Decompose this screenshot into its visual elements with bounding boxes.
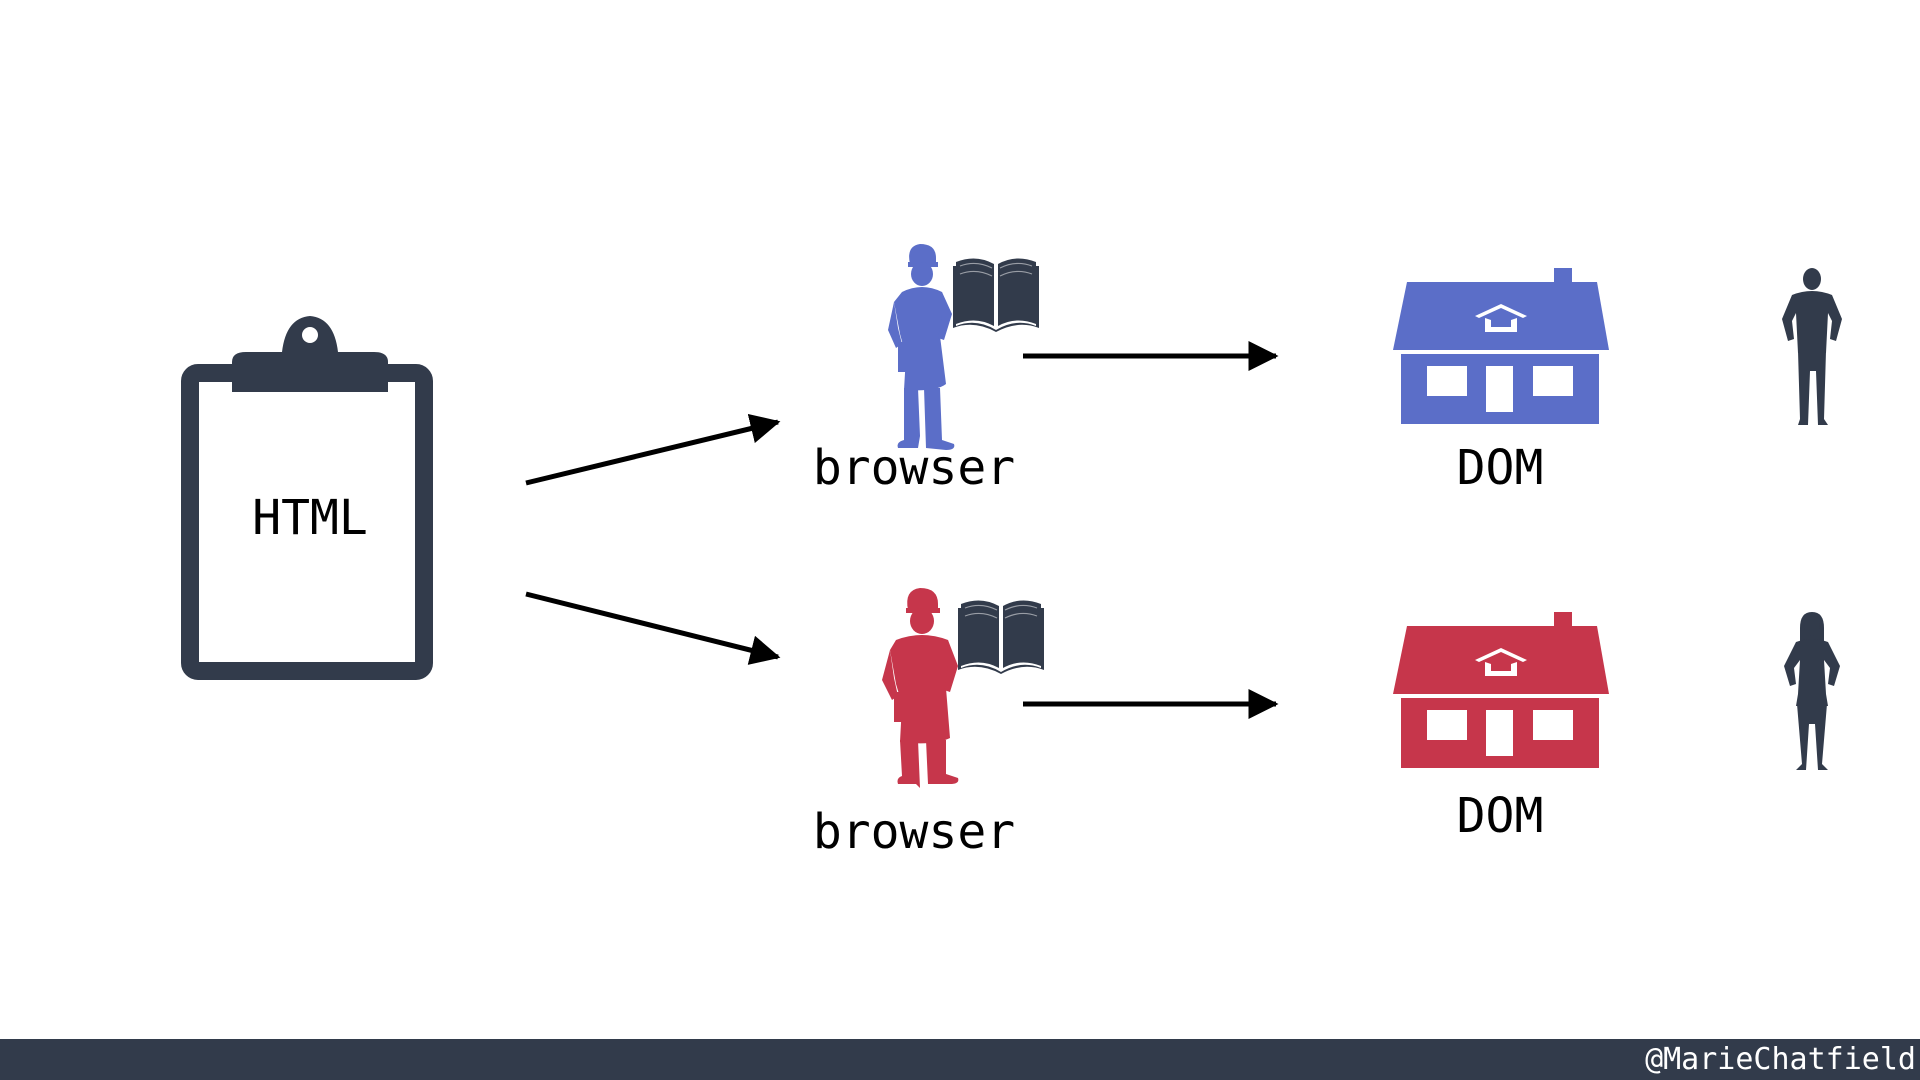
builder-male-icon [882,588,959,788]
author-handle: @MarieChatfield [1645,1042,1916,1077]
house-icon [1393,612,1609,768]
html-label: HTML [252,490,368,546]
dom-label-2: DOM [1456,788,1544,844]
builder-female-icon [888,244,955,450]
person-male-icon [1782,268,1842,425]
arrow-to-browser-2 [525,591,781,665]
person-female-icon [1784,612,1840,770]
arrow-to-browser-1 [525,413,781,486]
house-icon [1393,268,1609,424]
browser-label-1: browser [812,440,1016,496]
open-book-icon [953,258,1039,332]
browser-label-2: browser [812,804,1016,860]
clipboard-icon [181,316,433,680]
dom-label-1: DOM [1456,440,1544,496]
open-book-icon [958,600,1044,674]
footer-bar: @MarieChatfield [0,1039,1920,1080]
